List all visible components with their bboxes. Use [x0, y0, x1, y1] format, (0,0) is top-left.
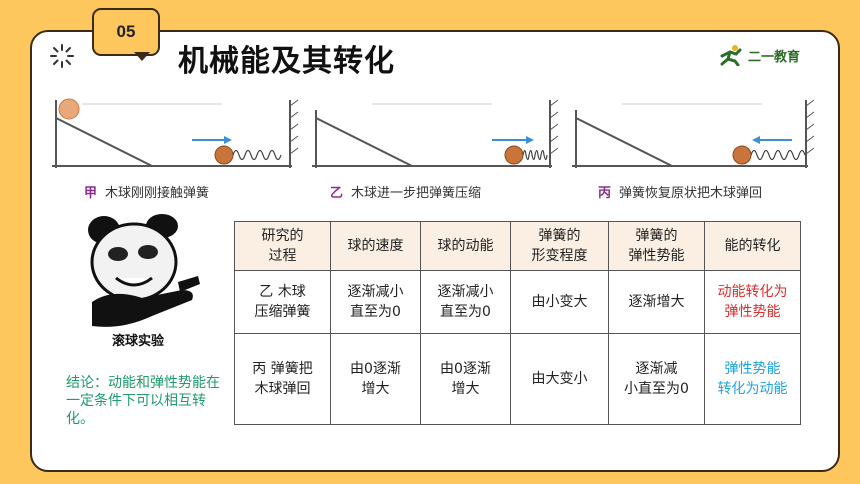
cell-line: 压缩弹簧	[254, 304, 311, 320]
spring	[232, 149, 282, 161]
caption-bing: 丙弹簧恢复原状把木球弹回	[598, 182, 762, 201]
spring-compressed	[522, 149, 548, 161]
table-row: 丙 弹簧把木球弹回 由0逐渐增大 由0逐渐增大 由大变小 逐渐减小直至为0 弹性…	[234, 333, 801, 425]
arrow-left-icon	[752, 136, 792, 144]
diagram-bing	[572, 99, 815, 168]
page-title: 机械能及其转化	[178, 44, 395, 79]
cell-line: 丙 弹簧把	[252, 361, 313, 377]
incline-ramp	[575, 116, 673, 167]
cell-line: 由0逐渐	[350, 361, 401, 377]
cell-kinetic: 由0逐渐增大	[420, 333, 511, 425]
cell-line: 逐渐减	[635, 361, 678, 377]
caption-mark: 甲	[84, 186, 98, 201]
cell-process: 乙 木球压缩弹簧	[234, 270, 331, 334]
cell-line: 直至为0	[440, 304, 491, 320]
incline-ramp	[55, 116, 153, 167]
cell-conversion: 弹性势能转化为动能	[704, 333, 801, 425]
cell-process: 丙 弹簧把木球弹回	[234, 333, 331, 425]
header-speed: 球的速度	[330, 221, 421, 271]
incline-ramp	[315, 116, 413, 167]
conclusion-text: 结论：动能和弹性势能在一定条件下可以相互转化。	[66, 375, 220, 427]
header-conversion: 能的转化	[704, 221, 801, 271]
header-elastic-line1: 弹簧的	[635, 228, 678, 244]
caption-jia: 甲木球刚刚接触弹簧	[84, 182, 209, 201]
caption-yi: 乙木球进一步把弹簧压缩	[330, 182, 481, 201]
runner-logo-icon	[720, 45, 742, 66]
cell-elastic: 逐渐减小直至为0	[608, 333, 705, 425]
diagram-jia	[52, 98, 299, 168]
caption-text: 木球刚刚接触弹簧	[105, 186, 210, 201]
cell-deformation: 由大变小	[510, 333, 609, 425]
energy-table: 研究的过程 球的速度 球的动能 弹簧的形变程度 弹簧的弹性势能 能的转化 乙 木…	[234, 221, 801, 425]
header-process-line1: 研究的	[261, 228, 304, 244]
cell-line: 木球弹回	[254, 381, 311, 397]
cell-deformation: 由小变大	[510, 270, 609, 334]
caption-text: 弹簧恢复原状把木球弹回	[619, 186, 763, 201]
experiment-label: 滚球实验	[112, 334, 165, 349]
header-deformation: 弹簧的形变程度	[510, 221, 609, 271]
caption-text: 木球进一步把弹簧压缩	[351, 186, 482, 201]
badge-tail	[134, 52, 150, 61]
sun-burst-icon	[50, 44, 74, 68]
wooden-ball	[214, 145, 234, 165]
section-number-badge: 05	[92, 8, 160, 56]
cell-line: 弹性势能	[724, 361, 781, 377]
caption-mark: 乙	[330, 186, 344, 201]
cell-line: 动能转化为	[717, 284, 788, 300]
caption-mark: 丙	[598, 186, 612, 201]
cell-speed: 逐渐减小直至为0	[330, 270, 421, 334]
table-header-row: 研究的过程 球的速度 球的动能 弹簧的形变程度 弹簧的弹性势能 能的转化	[234, 221, 801, 271]
brand-logo: 二一教育	[718, 44, 800, 66]
cell-line: 增大	[361, 381, 390, 397]
cell-line: 由0逐渐	[440, 361, 491, 377]
table-row: 乙 木球压缩弹簧 逐渐减小直至为0 逐渐减小直至为0 由小变大 逐渐增大 动能转…	[234, 270, 801, 334]
header-kinetic: 球的动能	[420, 221, 511, 271]
cell-speed: 由0逐渐增大	[330, 333, 421, 425]
arrow-right-icon	[192, 136, 232, 144]
cell-line: 小直至为0	[624, 381, 689, 397]
header-deformation-line2: 形变程度	[531, 248, 588, 264]
diagram-yi	[312, 99, 559, 168]
brand-name: 二一教育	[748, 49, 801, 65]
cell-line: 直至为0	[350, 304, 401, 320]
header-process: 研究的过程	[234, 221, 331, 271]
cell-kinetic: 逐渐减小直至为0	[420, 270, 511, 334]
cell-conversion: 动能转化为弹性势能	[704, 270, 801, 334]
cell-line: 转化为动能	[717, 381, 788, 397]
cell-line: 增大	[451, 381, 480, 397]
wooden-ball	[504, 145, 524, 165]
cell-line: 逐渐减小	[347, 284, 404, 300]
cell-line: 逐渐减小	[437, 284, 494, 300]
panda-meme-image	[82, 212, 204, 334]
cell-line: 弹性势能	[724, 304, 781, 320]
ball-start	[58, 98, 80, 120]
cell-line: 乙 木球	[259, 284, 306, 300]
cell-elastic: 逐渐增大	[608, 270, 705, 334]
arrow-right-icon	[492, 136, 534, 144]
spring	[750, 149, 806, 161]
header-deformation-line1: 弹簧的	[538, 228, 581, 244]
header-elastic-line2: 弹性势能	[628, 248, 685, 264]
header-elastic: 弹簧的弹性势能	[608, 221, 705, 271]
header-process-line2: 过程	[268, 248, 297, 264]
wooden-ball	[732, 145, 752, 165]
